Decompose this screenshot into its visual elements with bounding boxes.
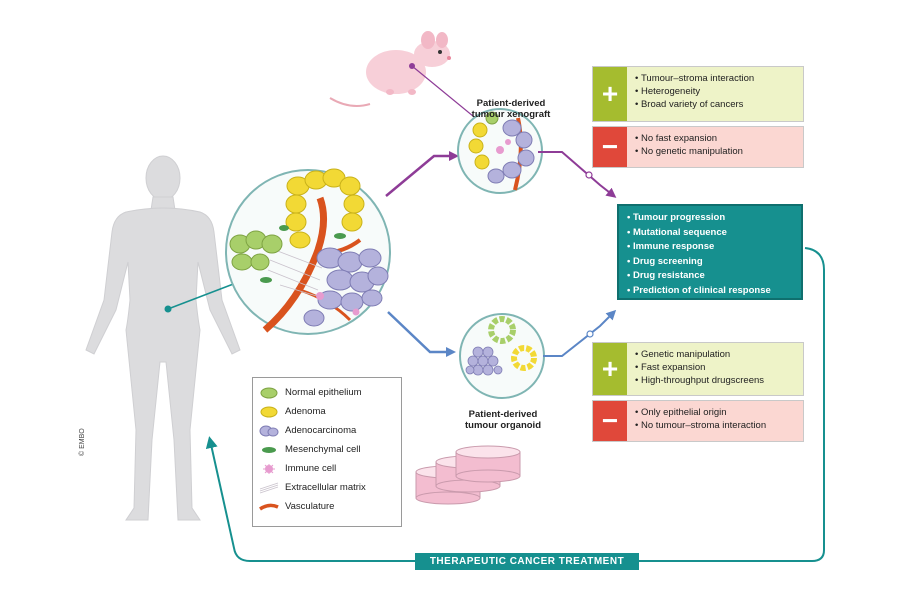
xenograft-junction-dot xyxy=(585,171,593,179)
legend-box: Normal epithelium Adenoma Adenocarcinoma… xyxy=(252,377,402,527)
xenograft-con-item: No genetic manipulation xyxy=(635,145,743,158)
xenograft-pros-box: + Tumour–stroma interaction Heterogeneit… xyxy=(592,66,804,122)
pink-immune-cell-icon xyxy=(259,463,279,475)
legend-label: Vasculature xyxy=(285,501,335,512)
legend-label: Adenocarcinoma xyxy=(285,425,357,436)
organoid-con-item: Only epithelial origin xyxy=(635,406,766,419)
organoid-title: Patient-derived tumour organoid xyxy=(448,409,558,431)
matrix-lines-icon xyxy=(259,482,279,494)
xenograft-pro-item: Broad variety of cancers xyxy=(635,98,754,111)
organoid-pros-box: + Genetic manipulation Fast expansion Hi… xyxy=(592,342,804,396)
xenograft-title: Patient-derived tumour xenograft xyxy=(456,98,566,120)
xenograft-title-line2: tumour xenograft xyxy=(471,109,551,120)
xenograft-con-item: No fast expansion xyxy=(635,132,743,145)
organoid-pro-item: Genetic manipulation xyxy=(635,348,764,361)
application-item: Tumour progression xyxy=(627,211,793,226)
arrow-to-organoid xyxy=(387,311,456,357)
legend-item-adenocarcinoma: Adenocarcinoma xyxy=(259,421,395,440)
organoid-pros-cons: + Genetic manipulation Fast expansion Hi… xyxy=(592,342,804,446)
therapeutic-cancer-treatment-label: THERAPEUTIC CANCER TREATMENT xyxy=(415,553,639,570)
organoid-culture-circle xyxy=(459,313,545,399)
mouse-implant-dot xyxy=(409,63,415,69)
organoid-title-line1: Patient-derived xyxy=(468,409,538,420)
human-body-silhouette xyxy=(85,155,241,521)
legend-label: Adenoma xyxy=(285,406,326,417)
mouse-illustration xyxy=(329,31,451,107)
legend-label: Mesenchymal cell xyxy=(285,444,361,455)
application-item: Drug screening xyxy=(627,255,793,270)
copyright-text: © EMBO xyxy=(79,428,86,456)
legend-label: Normal epithelium xyxy=(285,387,362,398)
organoid-pro-item: High-throughput drugscreens xyxy=(635,374,764,387)
yellow-adenoma-swatch-icon xyxy=(259,406,279,418)
minus-icon: − xyxy=(593,401,627,441)
legend-label: Immune cell xyxy=(285,463,337,474)
body-location-dot xyxy=(164,305,172,313)
plus-icon: + xyxy=(593,67,627,121)
minus-icon: − xyxy=(593,127,627,167)
green-epithelium-swatch-icon xyxy=(259,387,279,399)
applications-box: Tumour progression Mutational sequence I… xyxy=(617,204,803,300)
xenograft-tissue-circle xyxy=(457,108,543,194)
xenograft-pros-cons: + Tumour–stroma interaction Heterogeneit… xyxy=(592,66,804,172)
xenograft-title-line1: Patient-derived xyxy=(476,98,546,109)
organoid-junction-dot xyxy=(586,330,594,338)
organoid-title-line2: tumour organoid xyxy=(465,420,541,431)
legend-item-vasculature: Vasculature xyxy=(259,497,395,516)
legend-item-normal-epithelium: Normal epithelium xyxy=(259,383,395,402)
legend-label: Extracellular matrix xyxy=(285,482,366,493)
arrow-organoid-to-applications xyxy=(543,309,617,357)
xenograft-cons-box: − No fast expansion No genetic manipulat… xyxy=(592,126,804,168)
red-vessel-icon xyxy=(259,501,279,513)
arrow-to-xenograft xyxy=(385,151,459,197)
legend-item-adenoma: Adenoma xyxy=(259,402,395,421)
arrow-xenograft-to-applications xyxy=(538,151,617,198)
legend-item-extracellular-matrix: Extracellular matrix xyxy=(259,478,395,497)
green-mesenchymal-cell-icon xyxy=(259,444,279,456)
organoid-con-item: No tumour–stroma interaction xyxy=(635,419,766,432)
xenograft-pro-item: Tumour–stroma interaction xyxy=(635,72,754,85)
application-item: Prediction of clinical response xyxy=(627,284,793,299)
organoid-culture-dishes xyxy=(415,445,521,505)
body-connector-line xyxy=(167,282,237,310)
xenograft-pro-item: Heterogeneity xyxy=(635,85,754,98)
application-item: Immune response xyxy=(627,240,793,255)
colon-tissue-circle xyxy=(225,168,391,335)
organoid-pro-item: Fast expansion xyxy=(635,361,764,374)
plus-icon: + xyxy=(593,343,627,395)
application-item: Drug resistance xyxy=(627,269,793,284)
legend-item-mesenchymal-cell: Mesenchymal cell xyxy=(259,440,395,459)
lavender-adenocarcinoma-swatch-icon xyxy=(259,425,279,437)
therapeutic-feedback-arrow xyxy=(205,247,825,562)
legend-item-immune-cell: Immune cell xyxy=(259,459,395,478)
application-item: Mutational sequence xyxy=(627,226,793,241)
organoid-cons-box: − Only epithelial origin No tumour–strom… xyxy=(592,400,804,442)
